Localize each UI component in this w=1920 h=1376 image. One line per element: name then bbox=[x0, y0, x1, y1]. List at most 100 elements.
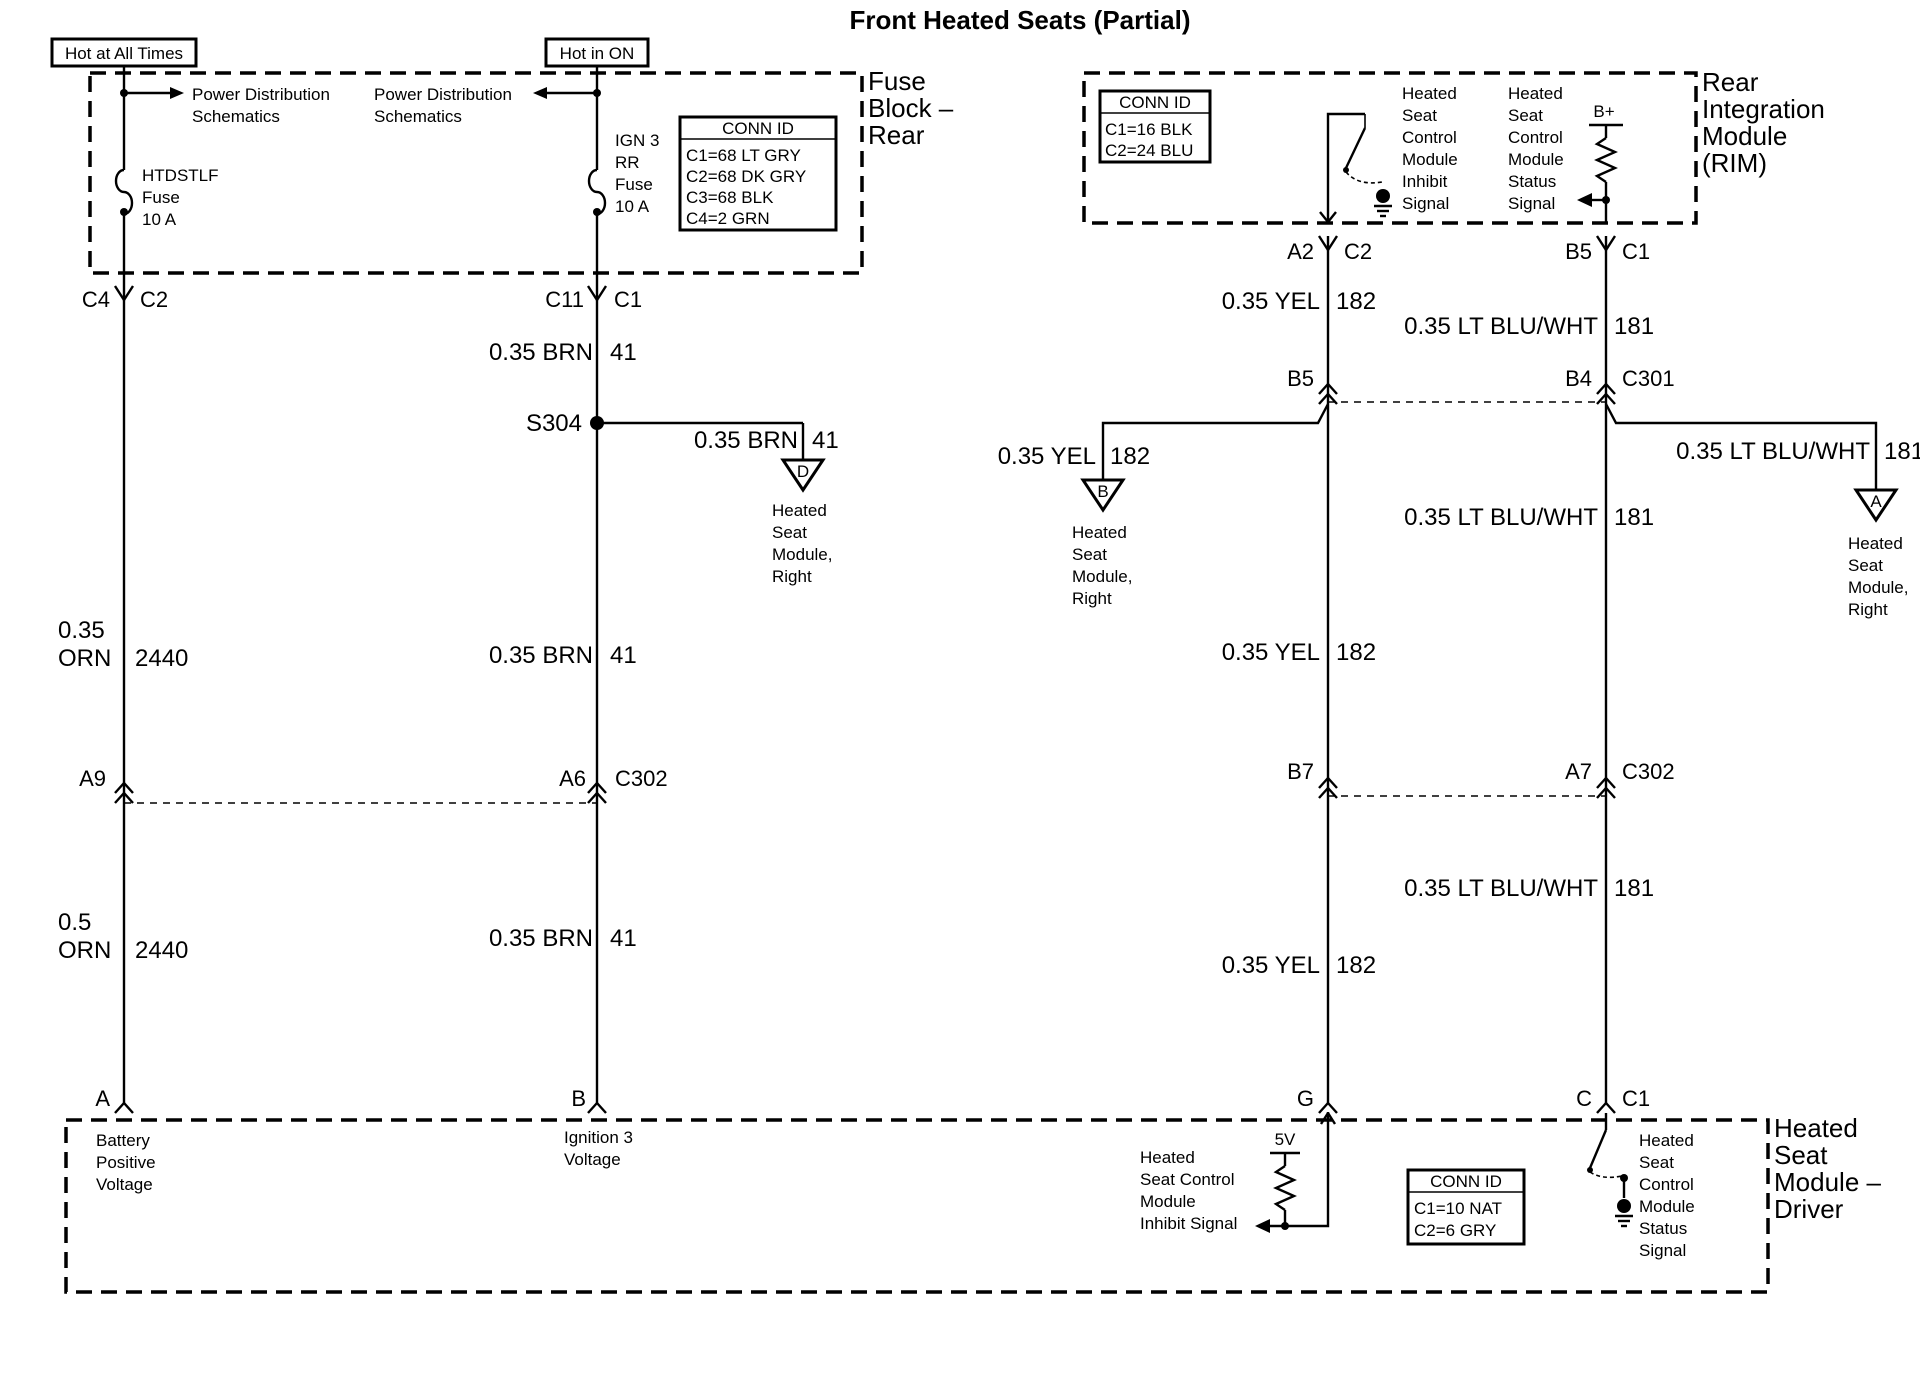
connector-glyph bbox=[587, 781, 607, 804]
conn-b4: B4 bbox=[1565, 366, 1592, 391]
driver-status-3: Control bbox=[1639, 1175, 1694, 1194]
wire-182-circuit-2: 182 bbox=[1336, 639, 1376, 666]
conn-b5-rim: B5 bbox=[1565, 239, 1592, 264]
offpage-b-label-3: Module, bbox=[1072, 567, 1132, 586]
rim-status-1: Heated bbox=[1508, 84, 1563, 103]
offpage-connector-a bbox=[1853, 488, 1899, 523]
five-v-label: 5V bbox=[1275, 1130, 1296, 1149]
rim-conn-id-title: CONN ID bbox=[1119, 93, 1191, 112]
rim-status-6: Signal bbox=[1508, 194, 1555, 213]
hsm-driver-conn-c2: C2=6 GRY bbox=[1414, 1221, 1496, 1240]
wire-blu-branch bbox=[1604, 403, 1878, 490]
htdstlf-fuse-icon bbox=[114, 168, 134, 216]
rim-conn-c1: C1=16 BLK bbox=[1105, 120, 1193, 139]
ign3-fuse-4: 10 A bbox=[615, 197, 650, 216]
rim-inhibit-ground-icon bbox=[1376, 189, 1390, 203]
conn-b7: B7 bbox=[1287, 759, 1314, 784]
connector-glyph bbox=[1317, 235, 1339, 253]
wire-orn-035-color: ORN bbox=[58, 645, 111, 672]
offpage-b-label-1: Heated bbox=[1072, 523, 1127, 542]
rim-status-4: Module bbox=[1508, 150, 1564, 169]
driver-status-2: Seat bbox=[1639, 1153, 1674, 1172]
rim-conn-c2: C2=24 BLU bbox=[1105, 141, 1193, 160]
offpage-b-label-2: Seat bbox=[1072, 545, 1107, 564]
conn-c2-fuse: C2 bbox=[140, 287, 168, 312]
wire-yel-label-2: 0.35 YEL bbox=[1222, 639, 1320, 666]
offpage-d-label-3: Module, bbox=[772, 545, 832, 564]
conn-a2: A2 bbox=[1287, 239, 1314, 264]
fuse-block-conn-id-box bbox=[678, 115, 838, 232]
conn-c1-fuse: C1 bbox=[614, 287, 642, 312]
conn-c4: C4 bbox=[82, 287, 110, 312]
conn-c11: C11 bbox=[545, 287, 584, 312]
wire-blu-label-1: 0.35 LT BLU/WHT bbox=[1404, 313, 1598, 340]
hot-at-all-times-label: Hot at All Times bbox=[65, 44, 183, 63]
pin-c: C bbox=[1576, 1086, 1592, 1111]
wire-yel-branch bbox=[1101, 403, 1330, 480]
rim-inhibit-5: Inhibit bbox=[1402, 172, 1448, 191]
wire-blu-label-branch: 0.35 LT BLU/WHT bbox=[1676, 438, 1870, 465]
connector-glyph bbox=[1318, 382, 1338, 405]
ign3-fuse-icon bbox=[587, 168, 607, 216]
arrow-down-icon bbox=[1319, 211, 1337, 223]
rim-name-3: Module bbox=[1702, 121, 1787, 151]
conn-b5-c301: B5 bbox=[1287, 366, 1314, 391]
connector-glyph bbox=[586, 285, 608, 303]
offpage-a-label-3: Module, bbox=[1848, 578, 1908, 597]
conn-a7: A7 bbox=[1565, 759, 1592, 784]
ign3-fuse-2: RR bbox=[615, 153, 640, 172]
offpage-a-label-2: Seat bbox=[1848, 556, 1883, 575]
connector-glyph bbox=[113, 285, 135, 303]
wire-181-circuit-3: 181 bbox=[1614, 875, 1654, 902]
fuse-block-conn-c2: C2=68 DK GRY bbox=[686, 167, 806, 186]
rim-status-3: Control bbox=[1508, 128, 1563, 147]
rim-pullup-resistor-icon bbox=[1594, 137, 1618, 183]
driver-inhibit-2: Seat Control bbox=[1140, 1170, 1235, 1189]
fuse-block-name-3: Rear bbox=[868, 120, 925, 150]
wire-182-circuit-3: 182 bbox=[1336, 952, 1376, 979]
wire-blu-label-2: 0.35 LT BLU/WHT bbox=[1404, 504, 1598, 531]
conn-a6: A6 bbox=[559, 766, 586, 791]
conn-c302-right: C302 bbox=[1622, 759, 1675, 784]
conn-c302-left: C302 bbox=[615, 766, 668, 791]
rim-inhibit-3: Control bbox=[1402, 128, 1457, 147]
arrow-left-icon bbox=[1255, 1219, 1270, 1233]
wire-brn-label-3: 0.35 BRN bbox=[489, 925, 593, 952]
rim-inhibit-wire bbox=[1326, 112, 1365, 222]
conn-c2-rim: C2 bbox=[1344, 239, 1372, 264]
driver-inhibit-4: Inhibit Signal bbox=[1140, 1214, 1237, 1233]
arrow-right-icon bbox=[170, 87, 184, 99]
driver-inhibit-3: Module bbox=[1140, 1192, 1196, 1211]
offpage-b-label-4: Right bbox=[1072, 589, 1112, 608]
hsm-driver-conn-id-title: CONN ID bbox=[1430, 1172, 1502, 1191]
connector-glyph bbox=[114, 781, 134, 804]
wire-181-circuit-1: 181 bbox=[1614, 313, 1654, 340]
ign3-fuse-3: Fuse bbox=[615, 175, 653, 194]
connector-glyph bbox=[1596, 382, 1616, 405]
offpage-d-label-1: Heated bbox=[772, 501, 827, 520]
offpage-d-label-4: Right bbox=[772, 567, 812, 586]
pin-b: B bbox=[571, 1086, 586, 1111]
rim-inhibit-switch-icon bbox=[1344, 127, 1367, 169]
fuse-block-name-2: Block – bbox=[868, 93, 954, 123]
wire-41-circuit-2: 41 bbox=[610, 642, 637, 669]
rim-inhibit-6: Signal bbox=[1402, 194, 1449, 213]
ignition-label-1: Ignition 3 bbox=[564, 1128, 633, 1147]
hsm-driver-name-4: Driver bbox=[1774, 1194, 1844, 1224]
driver-pullup-resistor-icon bbox=[1273, 1165, 1297, 1211]
wire-orn-05-gauge: 0.5 bbox=[58, 909, 91, 936]
fuse-block-conn-c1: C1=68 LT GRY bbox=[686, 146, 801, 165]
hot-in-on-label: Hot in ON bbox=[560, 44, 635, 63]
htdstlf-fuse-1: HTDSTLF bbox=[142, 166, 219, 185]
arrow-left-icon bbox=[1577, 193, 1592, 207]
battery-label-1: Battery bbox=[96, 1131, 150, 1150]
fuse-block-boundary bbox=[88, 71, 864, 275]
rim-name-4: (RIM) bbox=[1702, 148, 1767, 178]
htdstlf-fuse-3: 10 A bbox=[142, 210, 177, 229]
wire-2440-circuit-b: 2440 bbox=[135, 937, 188, 964]
wire-181-circuit-2: 181 bbox=[1614, 504, 1654, 531]
diagram-title: Front Heated Seats (Partial) bbox=[850, 5, 1191, 35]
offpage-a-label-4: Right bbox=[1848, 600, 1888, 619]
conn-c1-rim: C1 bbox=[1622, 239, 1650, 264]
fuse-block-conn-c4: C4=2 GRN bbox=[686, 209, 770, 228]
